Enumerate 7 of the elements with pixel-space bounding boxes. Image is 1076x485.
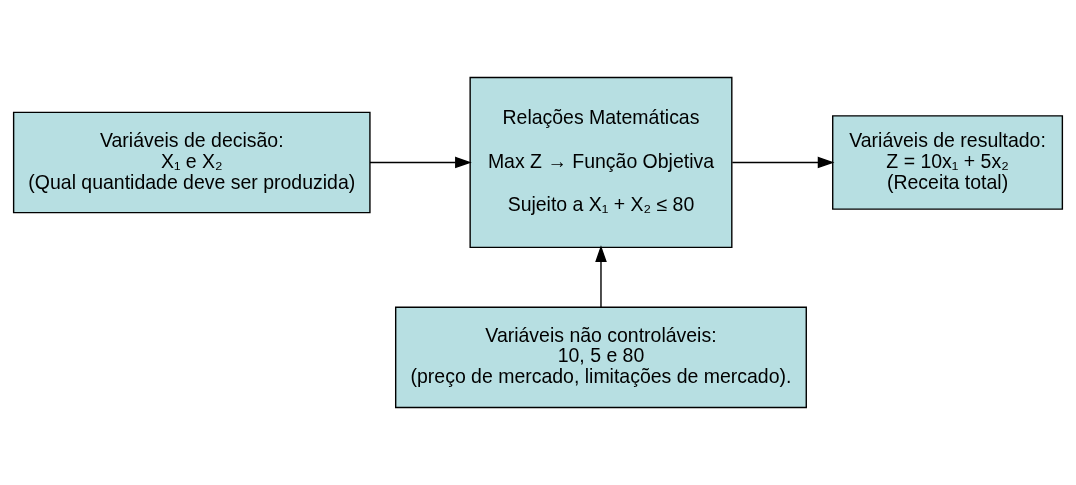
- arrow: [595, 245, 607, 308]
- arrow: [369, 156, 472, 169]
- node-box: Variáveis de decisão: X₁ e X₂ (Qual quantidade deve ser produzida): [12, 111, 371, 214]
- arrow: [731, 156, 835, 169]
- node-box: Relações Matemáticas Max Z → Função Objetiva Sujeito a X₁ + X₂ ≤ 80: [469, 76, 733, 249]
- node-box: Variáveis não controláveis: 10, 5 e 80 (preço de mercado, limitações de mercado).: [395, 306, 807, 409]
- node-box: Variáveis de resultado: Z = 10x₁ + 5x₂ (Receita total): [832, 115, 1064, 210]
